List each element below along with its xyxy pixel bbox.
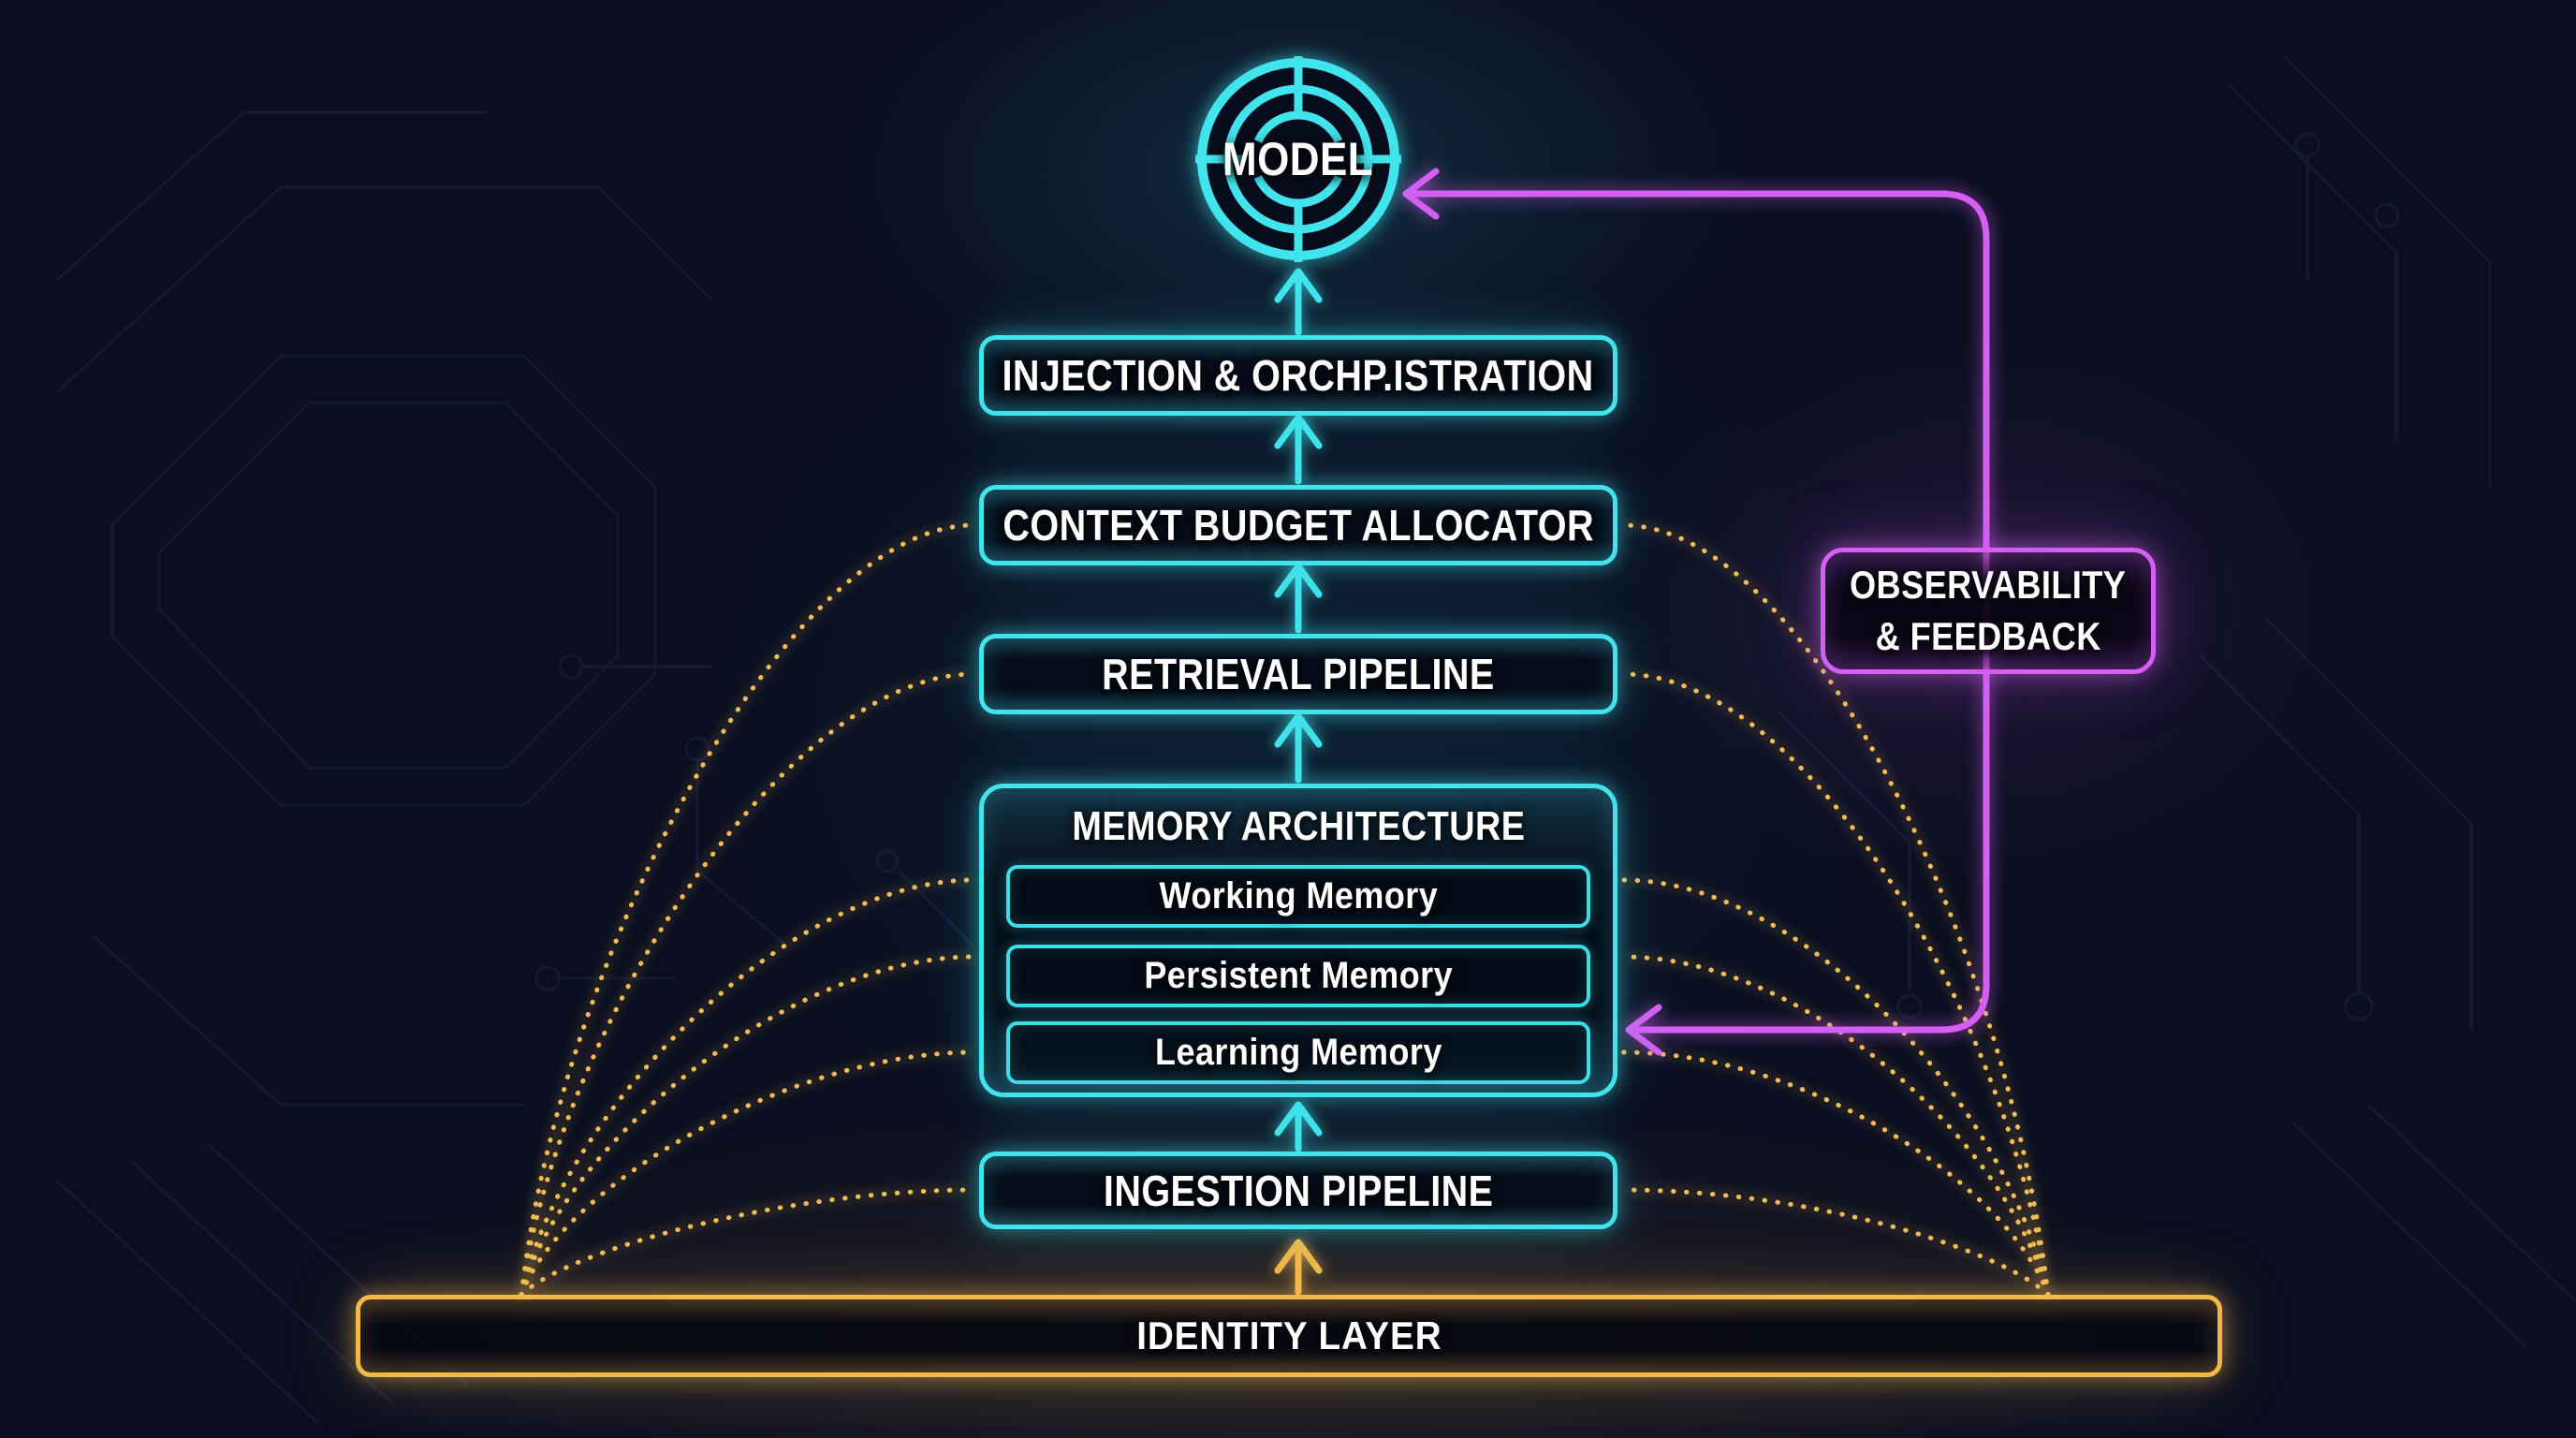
- identity-layer-label: IDENTITY LAYER: [1135, 1313, 1442, 1357]
- memory-architecture-title: MEMORY ARCHITECTURE: [1072, 803, 1525, 849]
- node-ingestion-pipeline: INGESTION PIPELINE: [979, 1152, 1617, 1229]
- node-observability-feedback: OBSERVABILITY & FEEDBACK: [1821, 548, 2156, 674]
- working-memory-label: Working Memory: [1159, 875, 1438, 917]
- feedback-arrowhead-to-memory: [1625, 1004, 1662, 1056]
- flow-arrow-gold: [1274, 1239, 1323, 1296]
- ingestion-pipeline-label: INGESTION PIPELINE: [1103, 1166, 1494, 1215]
- injection-orchestration-label: INJECTION & ORCHP.ISTRATION: [1002, 351, 1595, 400]
- node-retrieval-pipeline: RETRIEVAL PIPELINE: [979, 634, 1617, 714]
- persistent-memory-label: Persistent Memory: [1144, 955, 1453, 996]
- node-learning-memory: Learning Memory: [1006, 1021, 1590, 1084]
- node-injection-orchestration: INJECTION & ORCHP.ISTRATION: [979, 335, 1617, 416]
- model-node: MODEL: [1149, 127, 1448, 191]
- node-context-budget-allocator: CONTEXT BUDGET ALLOCATOR: [979, 485, 1617, 565]
- node-working-memory: Working Memory: [1006, 865, 1590, 928]
- identity-fan-left: [519, 522, 976, 1298]
- feedback-arrowhead-to-model: [1402, 168, 1440, 220]
- node-persistent-memory: Persistent Memory: [1006, 945, 1590, 1007]
- node-identity-layer: IDENTITY LAYER: [356, 1295, 2222, 1377]
- observability-label-line1: OBSERVABILITY: [1850, 562, 2127, 607]
- flow-arrows-cyan: [1274, 268, 1323, 1152]
- model-label: MODEL: [1222, 133, 1374, 185]
- node-memory-architecture: MEMORY ARCHITECTURE Working Memory Persi…: [979, 784, 1617, 1097]
- identity-fan-right: [1620, 522, 2051, 1298]
- retrieval-pipeline-label: RETRIEVAL PIPELINE: [1102, 650, 1495, 698]
- context-budget-allocator-label: CONTEXT BUDGET ALLOCATOR: [1003, 501, 1594, 550]
- observability-label-line2: & FEEDBACK: [1875, 613, 2101, 658]
- learning-memory-label: Learning Memory: [1154, 1032, 1442, 1073]
